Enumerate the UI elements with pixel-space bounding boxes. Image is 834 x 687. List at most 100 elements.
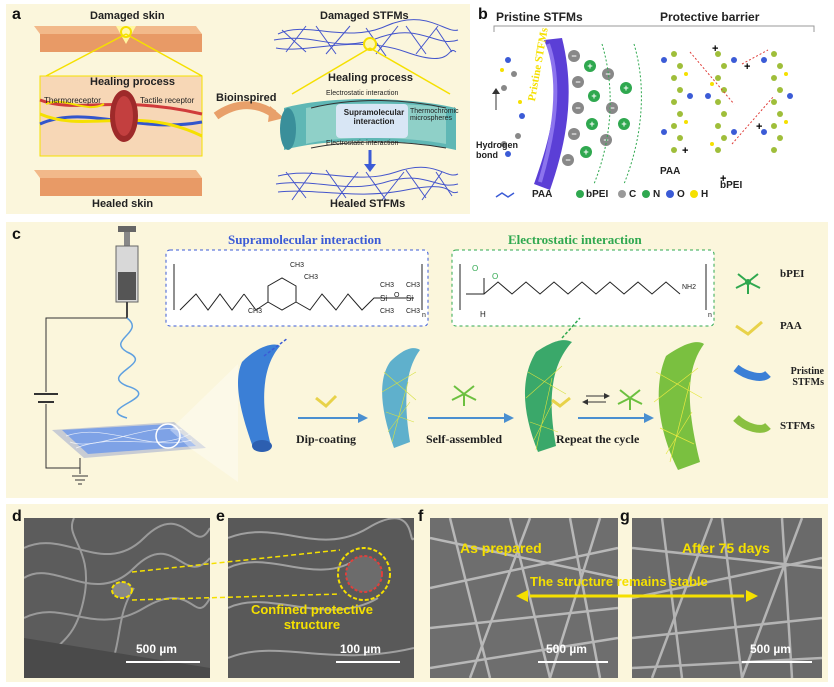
bioinspired-label: Bioinspired [216, 92, 277, 104]
scale-label-e: 100 µm [340, 642, 381, 656]
chem-ch3-g: CH3 [406, 308, 421, 315]
sem-e-texture [228, 518, 414, 678]
svg-text:+: + [756, 121, 762, 133]
sem-image-d: 500 µm [24, 518, 210, 678]
chem-ch3-c: CH3 [248, 308, 263, 315]
panel-b-illustration: − − − − − + + + + − − − + + [492, 25, 815, 198]
svg-text:−: − [603, 135, 608, 145]
svg-text:+: + [583, 147, 588, 157]
sem-image-g: After 75 days 500 µm [632, 518, 822, 678]
paa-label: PAA [660, 166, 681, 177]
repeat-label: Repeat the cycle [556, 432, 640, 446]
sem-image-f: As prepared 500 µm [430, 518, 618, 678]
after-75-days-caption: After 75 days [682, 540, 770, 556]
svg-text:+: + [623, 83, 628, 93]
tactile-receptor-label: Tactile receptor [140, 96, 195, 105]
chem-h-right: H [480, 310, 486, 319]
sem-d-texture [24, 518, 210, 678]
scalebar-d [126, 661, 200, 663]
scale-label-g: 500 µm [750, 642, 791, 656]
sem-image-e: Confined protective structure 100 µm [228, 518, 414, 678]
sem-g-texture [632, 518, 822, 678]
supramolecular-label: Supramolecular interaction [343, 108, 405, 126]
as-prepared-caption: As prepared [460, 540, 542, 556]
panel-e-label: e [216, 508, 225, 525]
legend-pristine-label: Pristine STFMs [790, 366, 824, 388]
legend-o: O [677, 189, 685, 200]
pristine-title: Pristine STFMs [496, 10, 583, 24]
svg-text:−: − [609, 103, 614, 113]
legend-bpei-label: bPEI [780, 268, 805, 280]
chem-nh2-right: NH2 [682, 284, 697, 291]
confined-caption: Confined protective structure [250, 602, 374, 632]
chem-ch3-f: CH3 [380, 308, 395, 315]
supra-title: Supramolecular interaction [228, 232, 382, 247]
svg-text:−: − [571, 51, 576, 61]
legend-bpei: bPEI [586, 189, 609, 200]
chem-ch3-d: CH3 [380, 282, 395, 289]
svg-text:+: + [712, 43, 718, 55]
svg-text:+: + [587, 61, 592, 71]
legend-paa: PAA [532, 189, 553, 200]
panel-b-label: b [478, 6, 488, 23]
legend-stfms-label: STFMs [780, 420, 815, 432]
scale-label-d: 500 µm [136, 642, 177, 656]
chem-si-2: Si [406, 294, 414, 303]
svg-text:−: − [565, 155, 570, 165]
electro-title: Electrostatic interaction [508, 232, 642, 247]
self-assembled-label: Self-assembled [426, 432, 502, 446]
panel-defg: d e f g 500 µm [6, 504, 828, 682]
panel-b: b Pristine STFMs Protective barrier − − … [474, 4, 828, 214]
scalebar-e [336, 661, 400, 663]
panel-a: a [6, 4, 470, 214]
barrier-title: Protective barrier [660, 10, 760, 24]
legend-c: C [629, 189, 637, 200]
panel-f-label: f [418, 508, 424, 525]
svg-text:+: + [589, 119, 594, 129]
damaged-skin-label: Damaged skin [90, 10, 165, 22]
legend-paa-label: PAA [780, 320, 802, 332]
legend-h: H [701, 189, 709, 200]
svg-text:−: − [605, 69, 610, 79]
chem-ch3-a: CH3 [290, 262, 305, 269]
healed-skin-label: Healed skin [92, 198, 154, 210]
chem-o2-right: O [492, 272, 499, 281]
svg-text:+: + [621, 119, 626, 129]
bpei-label: bPEI [720, 180, 743, 191]
thermoreceptor-label: Thermoreceptor [44, 96, 101, 105]
healed-stfms-label: Healed STFMs [330, 198, 406, 210]
svg-text:−: − [575, 77, 580, 87]
svg-text:+: + [720, 173, 726, 185]
panel-c-illustration [34, 226, 771, 485]
dip-coating-label: Dip-coating [296, 432, 356, 446]
panel-g-label: g [620, 508, 630, 525]
panel-c-label: c [12, 226, 21, 243]
panel-a-label: a [12, 6, 21, 23]
chem-si-1: Si [380, 294, 388, 303]
panel-c: c Supramolecular interaction Electrostat… [6, 222, 828, 498]
svg-text:+: + [591, 91, 596, 101]
hydrogen-bond-label: Hydrogen bond [476, 140, 519, 160]
chem-n-left: n [422, 312, 426, 319]
svg-text:−: − [571, 129, 576, 139]
scalebar-g [742, 661, 812, 663]
legend-n: N [653, 189, 661, 200]
panel-d-label: d [12, 508, 22, 525]
chem-o-left: O [394, 292, 400, 299]
chem-o1-right: O [472, 264, 479, 273]
chem-ch3-e: CH3 [406, 282, 421, 289]
healing-process-left-label: Healing process [90, 76, 175, 88]
damaged-stfms-label: Damaged STFMs [320, 10, 409, 22]
panel-a-illustration [34, 19, 459, 201]
svg-text:+: + [744, 61, 750, 73]
scalebar-f [538, 661, 608, 663]
chem-ch3-b: CH3 [304, 274, 319, 281]
healing-process-right-label: Healing process [328, 72, 413, 84]
svg-text:+: + [682, 145, 688, 157]
chem-n-right: n [708, 312, 712, 319]
stable-caption: The structure remains stable [530, 574, 708, 589]
electrostatic-top-label: Electrostatic interaction [326, 90, 399, 97]
scale-label-f: 500 µm [546, 642, 587, 656]
thermochromic-label: Thermochromic microspheres [410, 108, 459, 122]
electrostatic-bottom-label: Electrostatic interaction [326, 140, 399, 147]
